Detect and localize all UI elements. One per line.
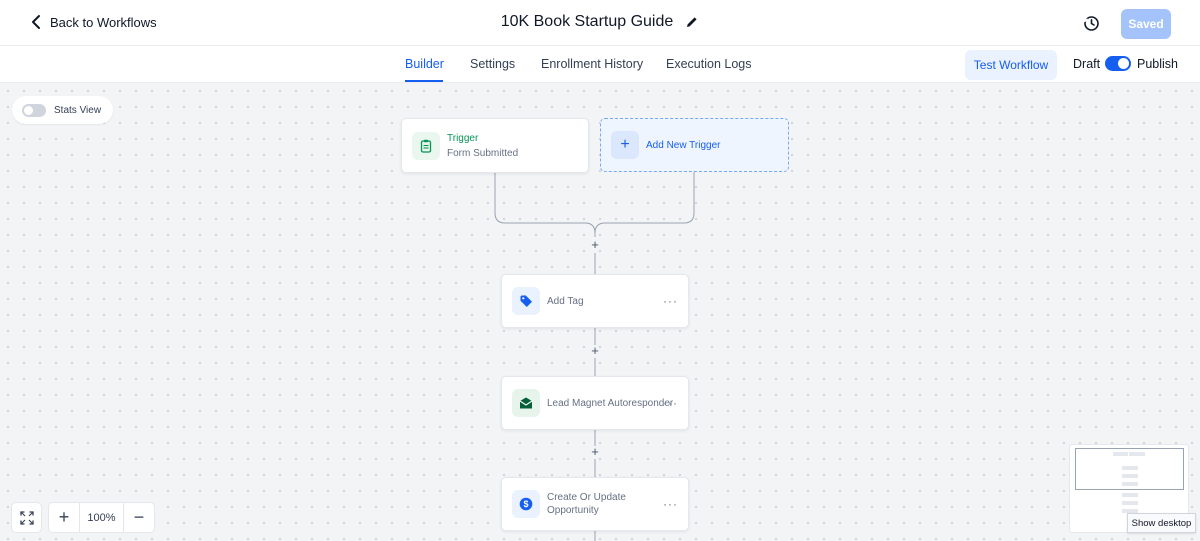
fit-view-button[interactable] [11, 502, 42, 533]
zoom-level: 100% [79, 503, 124, 532]
step-label: Create Or Update Opportunity [547, 492, 626, 516]
trigger-subtitle: Form Submitted [447, 147, 519, 159]
add-new-trigger-button[interactable]: + Add New Trigger [600, 118, 789, 172]
stats-view-control: Stats View [12, 96, 113, 124]
add-new-trigger-label: Add New Trigger [646, 139, 721, 151]
more-options-icon[interactable]: ··· [663, 497, 678, 511]
tab-settings[interactable]: Settings [470, 57, 516, 71]
tab-builder[interactable]: Builder [405, 57, 444, 71]
svg-text:$: $ [523, 499, 528, 509]
zoom-out-button[interactable]: − [133, 507, 145, 527]
tab-execution-logs[interactable]: Execution Logs [666, 57, 752, 71]
chevron-left-icon [32, 15, 40, 29]
tab-enrollment-history[interactable]: Enrollment History [541, 57, 644, 71]
expand-icon [19, 510, 34, 525]
minimap-node [1122, 509, 1138, 513]
minimap-node [1122, 474, 1138, 478]
step-lead-magnet-autoresponder[interactable]: Lead Magnet Autoresponder ··· [501, 376, 689, 430]
step-icon-box [512, 287, 540, 315]
minimap-node [1129, 452, 1145, 456]
history-icon[interactable] [1083, 15, 1100, 32]
add-step-plus-icon[interactable]: + [591, 343, 599, 358]
zoom-in-button[interactable]: + [58, 507, 70, 527]
test-workflow-button[interactable]: Test Workflow [965, 50, 1057, 80]
step-create-or-update-opportunity[interactable]: $ Create Or Update Opportunity ··· [501, 477, 689, 531]
zoom-controls: + 100% − [48, 502, 155, 533]
step-icon-box [512, 389, 540, 417]
trigger-text: Trigger Form Submitted [447, 132, 518, 160]
minimap-node [1122, 482, 1138, 486]
show-desktop-tooltip: Show desktop [1127, 513, 1196, 533]
clipboard-icon [420, 139, 432, 153]
minimap-viewport[interactable] [1075, 448, 1184, 490]
trigger-icon-box [412, 131, 440, 160]
publish-label: Publish [1137, 57, 1178, 71]
tab-bar: Builder Settings Enrollment History Exec… [0, 46, 1200, 83]
top-bar: Back to Workflows 10K Book Startup Guide… [0, 0, 1200, 46]
step-label: Add Tag [547, 295, 584, 307]
pencil-icon[interactable] [685, 15, 699, 29]
step-add-tag[interactable]: Add Tag ··· [501, 274, 689, 328]
trigger-title: Trigger [447, 132, 479, 144]
step-icon-box: $ [512, 490, 540, 518]
draft-label: Draft [1073, 57, 1101, 71]
back-to-workflows-link[interactable]: Back to Workflows [30, 14, 157, 30]
back-label: Back to Workflows [50, 14, 157, 30]
workflow-title-area: 10K Book Startup Guide [0, 13, 1200, 31]
stats-view-label: Stats View [54, 104, 102, 116]
dollar-icon: $ [519, 497, 533, 511]
minimap-node [1122, 493, 1138, 497]
stats-view-toggle[interactable] [22, 103, 46, 117]
tag-icon [520, 295, 532, 307]
saved-button[interactable]: Saved [1121, 9, 1171, 39]
plus-icon: + [611, 131, 639, 159]
add-step-plus-icon[interactable]: + [591, 237, 599, 252]
minimap-node [1122, 501, 1138, 505]
envelope-icon [519, 397, 533, 409]
workflow-title: 10K Book Startup Guide [500, 13, 674, 30]
add-step-plus-icon[interactable]: + [591, 444, 599, 459]
step-label: Lead Magnet Autoresponder [547, 397, 674, 409]
publish-toggle[interactable] [1105, 56, 1131, 71]
more-options-icon[interactable]: ··· [663, 294, 678, 308]
minimap-node [1122, 466, 1138, 470]
trigger-node[interactable]: Trigger Form Submitted [401, 118, 589, 173]
more-options-icon[interactable]: ··· [663, 396, 678, 410]
minimap-node [1113, 452, 1128, 456]
active-tab-indicator [405, 80, 443, 82]
